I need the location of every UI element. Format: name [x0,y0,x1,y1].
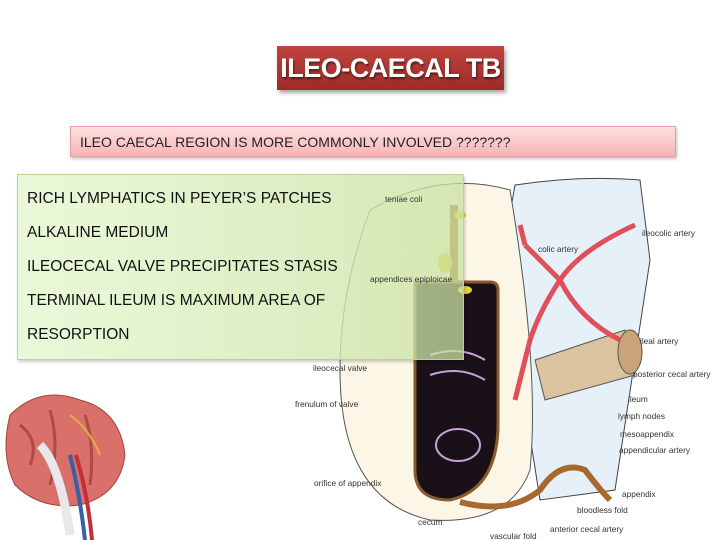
reason-item: RICH LYMPHATICS IN PEYER’S PATCHES [27,190,332,207]
label-vascular-fold: vascular fold [490,531,537,540]
reason-item: ILEOCECAL VALVE PRECIPITATES STASIS [27,258,338,275]
label-orifice: orifice of appendix [314,478,382,488]
label-lymph-nodes: lymph nodes [618,411,665,421]
label-ileocecal-valve: ileocecal valve [313,363,367,373]
label-appendix: appendix [622,489,657,499]
reason-item: ALKALINE MEDIUM [27,224,169,241]
reasons-box: RICH LYMPHATICS IN PEYER’S PATCHES ALKAL… [17,174,464,360]
label-colic-artery: colic artery [538,244,579,254]
label-frenulum: frenulum of valve [295,399,359,409]
arteries [512,222,637,401]
label-anterior-cecal: anterior cecal artery [550,524,624,534]
label-appendicular-artery: appendicular artery [619,445,691,455]
label-posterior-cecal: posterior cecal artery [633,369,711,379]
slide-title: ILEO-CAECAL TB [277,46,504,90]
appendix-orifice [435,428,481,462]
ileum [534,329,636,401]
label-ileocolic-artery: ileocolic artery [642,228,696,238]
label-ileum: ileum [628,394,648,404]
reason-item: RESORPTION [27,326,130,343]
appendix-tube [459,464,613,510]
label-ileal-artery: ileal artery [640,336,679,346]
label-bloodless-fold: bloodless fold [577,505,628,515]
label-cecum: cecum [418,517,443,527]
label-mesoappendix: mesoappendix [620,429,675,439]
ileocecal-specimen-image [5,394,126,540]
question-box: ILEO CAECAL REGION IS MORE COMMONLY INVO… [70,126,676,157]
ileum-opening [617,329,643,375]
reason-item: TERMINAL ILEUM IS MAXIMUM AREA OF [27,292,326,309]
